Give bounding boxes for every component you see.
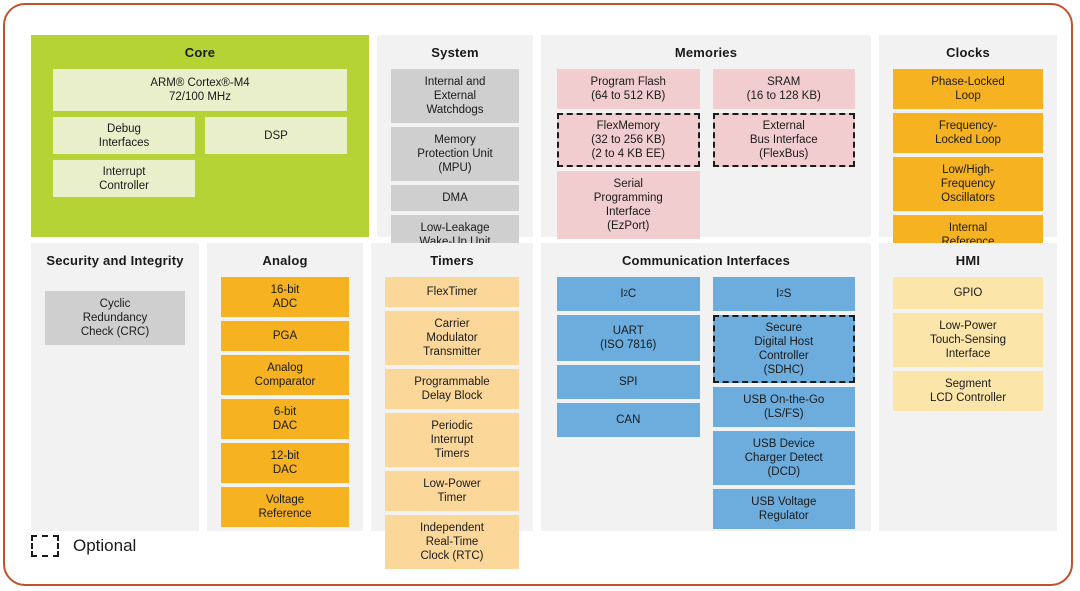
diagram-frame: Core ARM® Cortex®-M4 72/100 MHz Debug In… <box>3 3 1073 586</box>
block-timers-pdb[interactable]: Programmable Delay Block <box>385 369 519 409</box>
core-left-column: Debug Interfaces Interrupt Controller <box>53 117 195 203</box>
block-analog-pga[interactable]: PGA <box>221 321 349 351</box>
block-memories-ezport[interactable]: Serial Programming Interface (EzPort) <box>557 171 700 239</box>
block-comm-uart[interactable]: UART (ISO 7816) <box>557 315 700 361</box>
section-security-and-integrity[interactable]: Security and Integrity Cyclic Redundancy… <box>31 243 199 531</box>
section-memories-title: Memories <box>674 45 738 60</box>
block-clocks-pll[interactable]: Phase-Locked Loop <box>893 69 1043 109</box>
block-analog-voltage-reference[interactable]: Voltage Reference <box>221 487 349 527</box>
block-analog-dac-6bit[interactable]: 6-bit DAC <box>221 399 349 439</box>
block-comm-spi[interactable]: SPI <box>557 365 700 399</box>
block-timers-pit[interactable]: Periodic Interrupt Timers <box>385 413 519 467</box>
block-timers-lptmr[interactable]: Low-Power Timer <box>385 471 519 511</box>
section-clocks-title: Clocks <box>946 45 990 60</box>
legend: Optional <box>31 535 136 557</box>
block-comm-sdhc[interactable]: Secure Digital Host Controller (SDHC) <box>712 315 855 383</box>
block-analog-comparator[interactable]: Analog Comparator <box>221 355 349 395</box>
section-clocks[interactable]: Clocks Phase-Locked Loop Frequency- Lock… <box>879 35 1057 269</box>
block-comm-usb-dcd[interactable]: USB Device Charger Detect (DCD) <box>712 431 855 485</box>
section-memories[interactable]: Memories Program Flash (64 to 512 KB) Fl… <box>541 35 871 239</box>
section-system[interactable]: System Internal and External Watchdogs M… <box>377 35 533 255</box>
block-analog-adc[interactable]: 16-bit ADC <box>221 277 349 317</box>
section-hmi-body: GPIO Low-Power Touch-Sensing Interface S… <box>879 277 1057 531</box>
section-core[interactable]: Core ARM® Cortex®-M4 72/100 MHz Debug In… <box>31 35 369 237</box>
block-diagram: Core ARM® Cortex®-M4 72/100 MHz Debug In… <box>31 35 1057 569</box>
block-timers-rtc[interactable]: Independent Real-Time Clock (RTC) <box>385 515 519 569</box>
block-hmi-segment-lcd[interactable]: Segment LCD Controller <box>893 371 1043 411</box>
section-system-body: Internal and External Watchdogs Memory P… <box>377 69 533 255</box>
core-right-column: DSP <box>205 117 347 203</box>
block-hmi-touch-sensing[interactable]: Low-Power Touch-Sensing Interface <box>893 313 1043 367</box>
block-timers-cmt[interactable]: Carrier Modulator Transmitter <box>385 311 519 365</box>
memories-left-column: Program Flash (64 to 512 KB) FlexMemory … <box>557 69 700 239</box>
section-analog-title: Analog <box>262 253 308 268</box>
block-system-dma[interactable]: DMA <box>391 185 519 211</box>
section-analog[interactable]: Analog 16-bit ADC PGA Analog Comparator … <box>207 243 363 531</box>
section-timers-body: FlexTimer Carrier Modulator Transmitter … <box>371 277 533 569</box>
section-security-title: Security and Integrity <box>46 253 184 268</box>
block-comm-usb-otg[interactable]: USB On-the-Go (LS/FS) <box>712 387 855 427</box>
section-timers[interactable]: Timers FlexTimer Carrier Modulator Trans… <box>371 243 533 569</box>
section-system-title: System <box>431 45 479 60</box>
section-core-title: Core <box>184 45 216 60</box>
block-system-mpu[interactable]: Memory Protection Unit (MPU) <box>391 127 519 181</box>
block-comm-usb-voltage-regulator[interactable]: USB Voltage Regulator <box>712 489 855 529</box>
section-clocks-body: Phase-Locked Loop Frequency- Locked Loop… <box>879 69 1057 269</box>
block-memories-program-flash[interactable]: Program Flash (64 to 512 KB) <box>557 69 700 109</box>
memories-right-column: SRAM (16 to 128 KB) External Bus Interfa… <box>712 69 855 237</box>
block-hmi-gpio[interactable]: GPIO <box>893 277 1043 309</box>
diagram-row-bottom: Security and Integrity Cyclic Redundancy… <box>31 243 1057 569</box>
block-security-crc[interactable]: Cyclic Redundancy Check (CRC) <box>45 291 185 345</box>
section-analog-body: 16-bit ADC PGA Analog Comparator 6-bit D… <box>207 277 363 531</box>
block-comm-can[interactable]: CAN <box>557 403 700 437</box>
block-core-dsp[interactable]: DSP <box>205 117 347 154</box>
block-timers-flextimer[interactable]: FlexTimer <box>385 277 519 307</box>
block-analog-dac-12bit[interactable]: 12-bit DAC <box>221 443 349 483</box>
block-core-interrupt-controller[interactable]: Interrupt Controller <box>53 160 195 197</box>
diagram-row-top: Core ARM® Cortex®-M4 72/100 MHz Debug In… <box>31 35 1057 269</box>
section-memories-body: Program Flash (64 to 512 KB) FlexMemory … <box>541 69 871 239</box>
section-timers-title: Timers <box>430 253 474 268</box>
section-core-body: ARM® Cortex®-M4 72/100 MHz Debug Interfa… <box>31 69 369 237</box>
block-memories-flexmemory[interactable]: FlexMemory (32 to 256 KB) (2 to 4 KB EE) <box>557 113 700 167</box>
block-core-debug-interfaces[interactable]: Debug Interfaces <box>53 117 195 154</box>
section-hmi-title: HMI <box>955 253 981 268</box>
core-sub-grid: Debug Interfaces Interrupt Controller DS… <box>53 117 347 203</box>
block-memories-sram[interactable]: SRAM (16 to 128 KB) <box>712 69 855 109</box>
block-clocks-oscillators[interactable]: Low/High- Frequency Oscillators <box>893 157 1043 211</box>
legend-label: Optional <box>73 536 137 555</box>
section-communication-title: Communication Interfaces <box>621 253 791 268</box>
legend-dashed-swatch-icon <box>31 535 59 557</box>
block-core-cpu[interactable]: ARM® Cortex®-M4 72/100 MHz <box>53 69 347 111</box>
section-security-body: Cyclic Redundancy Check (CRC) <box>31 291 199 531</box>
block-clocks-fll[interactable]: Frequency- Locked Loop <box>893 113 1043 153</box>
section-hmi[interactable]: HMI GPIO Low-Power Touch-Sensing Interfa… <box>879 243 1057 531</box>
block-memories-flexbus[interactable]: External Bus Interface (FlexBus) <box>712 113 855 167</box>
block-system-watchdogs[interactable]: Internal and External Watchdogs <box>391 69 519 123</box>
